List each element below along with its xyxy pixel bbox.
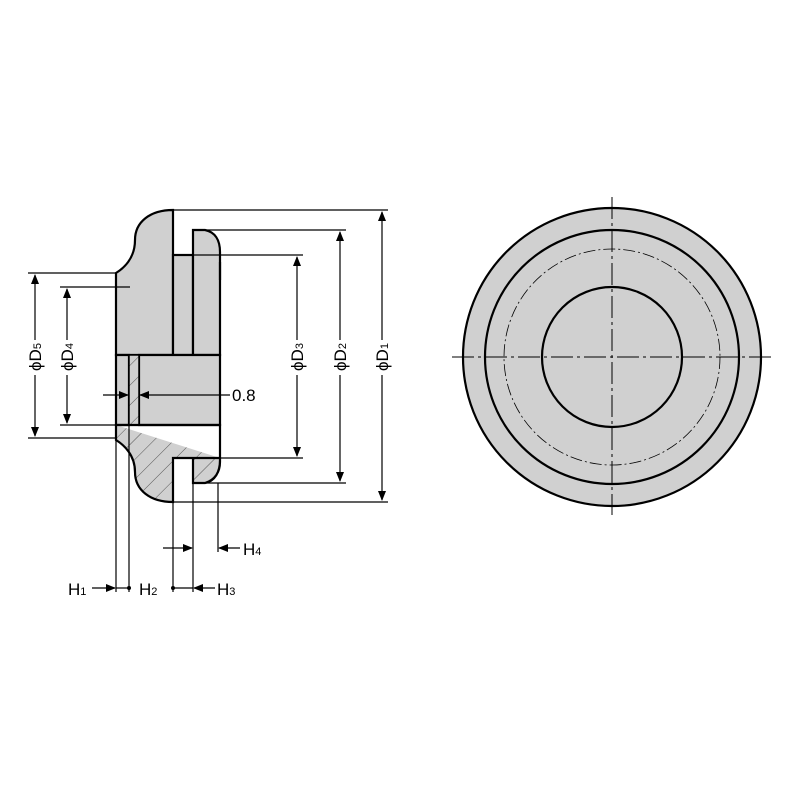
d3-label: ϕD3 <box>288 343 307 371</box>
d4-label: ϕD4 <box>58 343 77 371</box>
body-lower <box>114 423 222 504</box>
h2-label: H2 <box>139 580 157 599</box>
side-section-view: 0.8 <box>28 208 388 592</box>
neck-upper <box>171 253 195 357</box>
h3-label: H3 <box>217 580 235 599</box>
diameter-dimensions <box>31 211 386 501</box>
h4-label: H4 <box>243 540 261 559</box>
d5-label: ϕD5 <box>26 343 45 371</box>
body-upper <box>114 208 175 357</box>
h1-label: H1 <box>68 580 86 599</box>
gap-dimension-label: 0.8 <box>232 386 256 405</box>
flange-upper <box>191 228 222 357</box>
d2-label: ϕD2 <box>331 343 350 371</box>
gap-wall <box>128 354 140 426</box>
thin-wall <box>114 353 131 427</box>
core <box>137 353 222 427</box>
d1-label: ϕD1 <box>373 343 392 371</box>
front-view <box>452 197 772 515</box>
extension-lines <box>28 209 388 592</box>
